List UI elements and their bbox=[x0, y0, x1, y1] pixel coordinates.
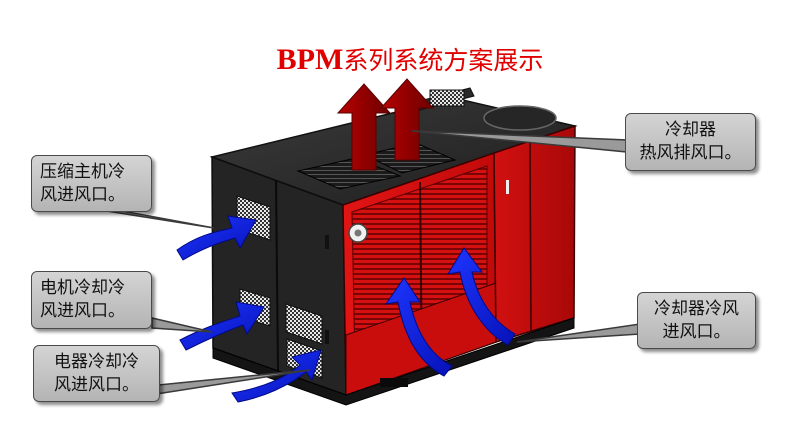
left-side-handle-2 bbox=[325, 330, 329, 344]
callout-electrical-inlet: 电器冷却冷 风进风口。 bbox=[33, 345, 160, 402]
callout-motor-inlet: 电机冷却冷 风进风口。 bbox=[31, 271, 152, 329]
callout-cooler-hot-outlet: 冷却器 热风排风口。 bbox=[625, 113, 756, 171]
callout-line: 电机冷却冷 bbox=[40, 277, 143, 300]
callout-line: 冷却器 bbox=[634, 119, 747, 142]
callout-line: 进风口。 bbox=[646, 321, 747, 344]
cabinet-roof-hatch bbox=[484, 106, 556, 130]
base-foot bbox=[380, 378, 408, 387]
callout-line: 压缩主机冷 bbox=[40, 161, 143, 184]
right-side-handle bbox=[506, 180, 509, 194]
left-side-handle-1 bbox=[325, 235, 329, 249]
callout-line: 风进风口。 bbox=[40, 300, 143, 323]
callout-line: 电器冷却冷 bbox=[42, 351, 151, 374]
callout-line: 风进风口。 bbox=[40, 184, 143, 207]
cooler-fan-top bbox=[430, 90, 464, 106]
cabinet-right-side bbox=[494, 126, 575, 342]
leader-motor-inlet bbox=[152, 318, 212, 332]
callout-cooler-cold-inlet: 冷却器冷风 进风口。 bbox=[637, 292, 756, 349]
callout-line: 风进风口。 bbox=[42, 374, 151, 397]
right-side-panel-seam bbox=[530, 141, 531, 331]
callout-line: 热风排风口。 bbox=[634, 142, 747, 165]
gear-icon-hub bbox=[355, 230, 362, 237]
callout-compressor-inlet: 压缩主机冷 风进风口。 bbox=[31, 155, 152, 212]
callout-line: 冷却器冷风 bbox=[646, 298, 747, 321]
